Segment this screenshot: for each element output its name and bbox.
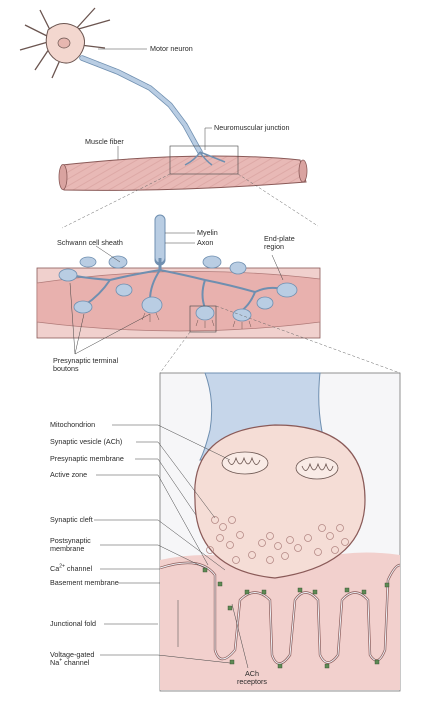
mitochondria bbox=[221, 451, 339, 480]
label-na-prefix: Na bbox=[50, 658, 60, 667]
label-voltage-gated-na-channel: Voltage-gated Na+ channel bbox=[50, 651, 94, 667]
label-ach-receptors: ACh receptors bbox=[237, 670, 267, 686]
motor-neuron bbox=[19, 7, 111, 79]
label-presynaptic-line1: Presynaptic terminal bbox=[53, 356, 119, 365]
label-motor-neuron: Motor neuron bbox=[150, 44, 193, 53]
label-na-suffix: channel bbox=[62, 658, 90, 667]
label-ach-line2: receptors bbox=[237, 677, 267, 686]
end-plate-panel bbox=[36, 214, 321, 339]
label-postsynaptic-line2: membrane bbox=[50, 544, 85, 553]
muscle-fiber bbox=[58, 155, 308, 191]
label-mitochondrion: Mitochondrion bbox=[50, 420, 96, 429]
label-synaptic-vesicle: Synaptic vesicle (ACh) bbox=[50, 437, 123, 446]
label-ach-line1: ACh bbox=[244, 669, 259, 678]
label-ca-channel: Ca2+ channel bbox=[50, 563, 93, 573]
ion-channels bbox=[202, 567, 390, 669]
label-ca-sup: 2+ bbox=[59, 563, 65, 570]
label-na-sup: + bbox=[59, 657, 63, 664]
synaptic-vesicles bbox=[206, 516, 349, 564]
label-end-plate-line1: End-plate bbox=[264, 234, 295, 243]
synapse-detail-panel bbox=[159, 372, 401, 692]
myelinated-axon bbox=[79, 55, 203, 155]
label-end-plate-line2: region bbox=[264, 242, 284, 251]
detail-leader-lines bbox=[94, 424, 249, 669]
label-ca-suffix: channel bbox=[64, 564, 93, 573]
label-synaptic-cleft: Synaptic cleft bbox=[50, 515, 93, 524]
label-schwann-cell-sheath: Schwann cell sheath bbox=[57, 238, 123, 247]
label-junctional-fold: Junctional fold bbox=[50, 619, 96, 628]
label-myelin: Myelin bbox=[197, 228, 218, 237]
label-ca-prefix: Ca bbox=[50, 564, 60, 573]
label-postsynaptic-membrane: Postsynaptic membrane bbox=[50, 537, 91, 553]
label-voltage-gated-line2: Na+ channel bbox=[50, 657, 94, 667]
label-presynaptic-terminal-boutons: Presynaptic terminal boutons bbox=[53, 357, 118, 373]
label-presynaptic-line2: boutons bbox=[53, 364, 79, 373]
label-end-plate-region: End-plate region bbox=[264, 235, 295, 251]
small-junction-branches bbox=[184, 151, 226, 166]
label-presynaptic-membrane: Presynaptic membrane bbox=[50, 454, 124, 463]
label-basement-membrane: Basement membrane bbox=[50, 578, 119, 587]
label-voltage-gated-line1: Voltage-gated bbox=[50, 650, 95, 659]
label-neuromuscular-junction: Neuromuscular junction bbox=[214, 123, 290, 132]
label-muscle-fiber: Muscle fiber bbox=[85, 137, 124, 146]
label-postsynaptic-line1: Postsynaptic bbox=[50, 536, 91, 545]
label-axon: Axon bbox=[197, 238, 214, 247]
label-active-zone: Active zone bbox=[50, 470, 88, 479]
